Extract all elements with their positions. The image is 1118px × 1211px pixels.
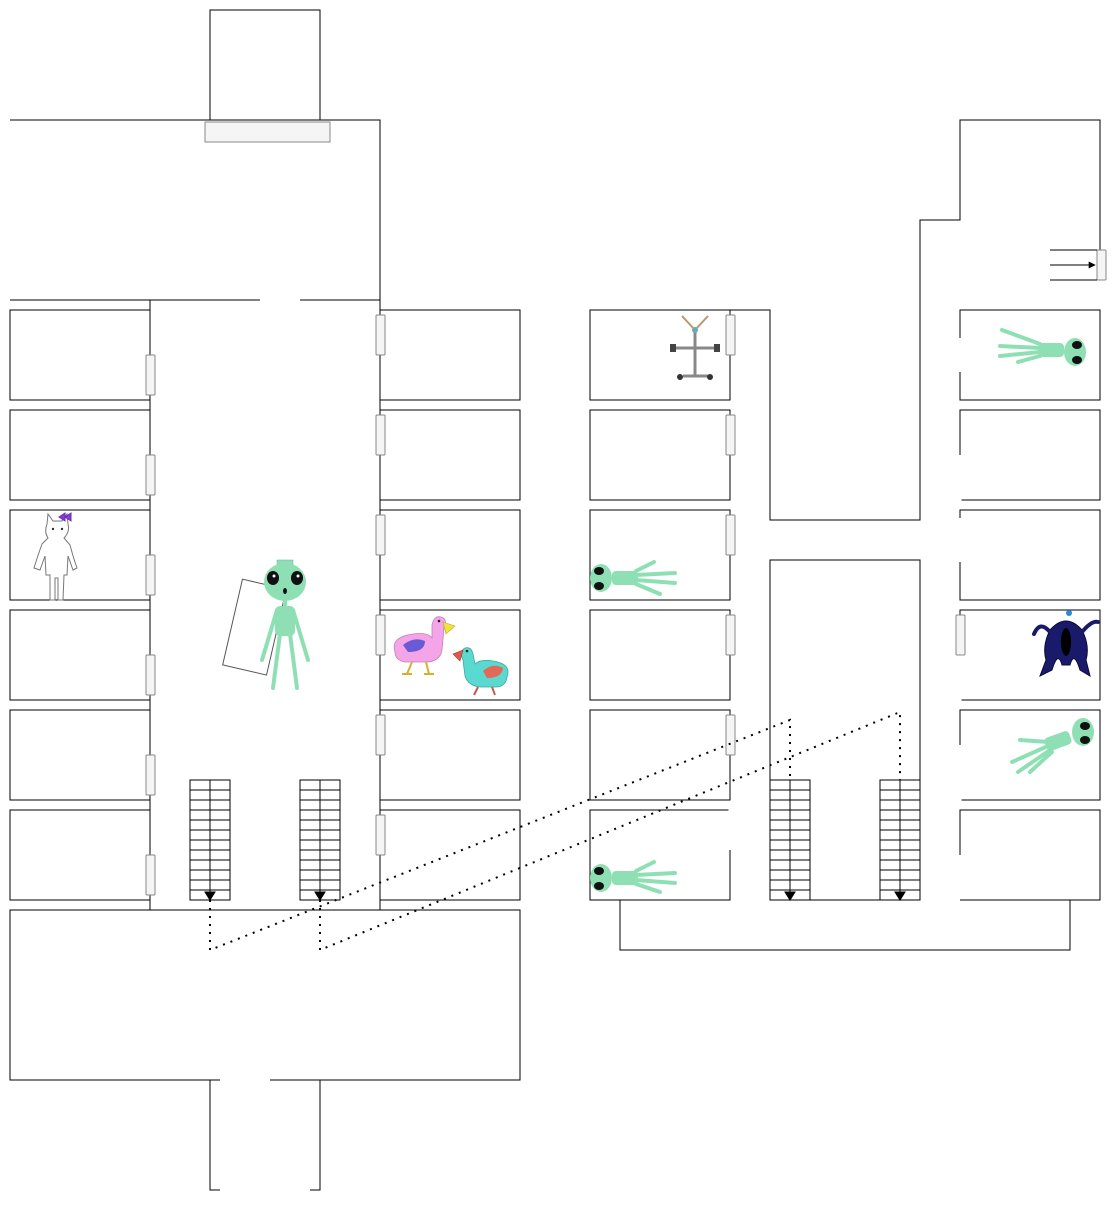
wing-corridor-inner <box>769 559 921 901</box>
east-wing <box>589 119 1101 951</box>
alien-lying <box>590 860 677 894</box>
door[interactable] <box>145 454 156 496</box>
door[interactable] <box>955 614 966 656</box>
alien-lying <box>998 328 1086 366</box>
far-room-3 <box>959 509 1101 601</box>
alien-lying <box>1010 718 1094 774</box>
stair-link-2 <box>319 710 901 952</box>
door[interactable] <box>145 754 156 796</box>
east-room-2 <box>379 409 521 501</box>
west-room-6 <box>9 809 151 901</box>
west-room-3 <box>9 509 151 601</box>
west-room-5 <box>9 709 151 801</box>
stair-steps <box>880 789 920 891</box>
north-entrance <box>209 9 321 120</box>
stair-steps <box>190 789 230 891</box>
stair-arrow-down <box>784 891 796 901</box>
door[interactable] <box>725 514 736 556</box>
door[interactable] <box>375 614 386 656</box>
stair-west-2[interactable] <box>299 779 341 901</box>
east-room-6 <box>379 809 521 901</box>
alien-lying <box>590 560 677 596</box>
west-room-2 <box>9 409 151 501</box>
pink-bird <box>393 616 456 675</box>
stair-west-1[interactable] <box>189 779 231 901</box>
door[interactable] <box>725 314 736 356</box>
door[interactable] <box>145 854 156 896</box>
bow-icon <box>58 512 72 522</box>
wing-room-4 <box>589 609 731 701</box>
wing-room-1 <box>589 309 731 401</box>
west-doors <box>145 314 386 896</box>
stair-link-1 <box>209 718 791 952</box>
door[interactable] <box>375 414 386 456</box>
stair-steps <box>300 789 340 891</box>
north-door[interactable] <box>204 121 331 143</box>
stair-connections <box>209 710 901 952</box>
door[interactable] <box>145 554 156 596</box>
wing-bottom-corridor <box>619 900 1071 951</box>
stair-east-2[interactable] <box>879 779 921 901</box>
stair-steps <box>770 789 810 891</box>
wing-corridor-top <box>730 119 1101 521</box>
stair-arrow-down <box>314 891 326 901</box>
south-hall <box>9 909 521 1081</box>
door[interactable] <box>725 414 736 456</box>
door[interactable] <box>725 714 736 756</box>
far-room-6 <box>959 809 1101 901</box>
door[interactable] <box>145 654 156 696</box>
north-hall <box>10 119 381 301</box>
door[interactable] <box>145 354 156 396</box>
stair-arrow-down <box>204 891 216 901</box>
east-room-3 <box>379 509 521 601</box>
stair-arrow-down <box>894 891 906 901</box>
south-exit <box>209 1080 321 1191</box>
teal-bird <box>452 647 509 696</box>
wing-room-3 <box>589 509 731 601</box>
windmill-robot <box>670 315 720 380</box>
east-room-1 <box>379 309 521 401</box>
wing-room-2 <box>589 409 731 501</box>
door[interactable] <box>375 314 386 356</box>
door[interactable] <box>725 614 736 656</box>
door[interactable] <box>375 514 386 556</box>
corridor-openings <box>728 338 962 848</box>
exit-arrow-icon <box>1050 249 1097 281</box>
wing-doors <box>725 249 1107 756</box>
wing-room-6 <box>589 809 731 901</box>
cat-creature <box>33 512 78 601</box>
west-room-4 <box>9 609 151 701</box>
stair-east-1[interactable] <box>769 779 811 901</box>
west-room-1 <box>9 309 151 401</box>
alien-standing <box>222 559 310 690</box>
door[interactable] <box>375 814 386 856</box>
dark-monster <box>1032 610 1100 678</box>
east-room-5 <box>379 709 521 801</box>
door[interactable] <box>375 714 386 756</box>
far-room-2 <box>959 409 1101 501</box>
exit-door[interactable] <box>1096 249 1107 281</box>
wing-room-5 <box>589 709 731 801</box>
